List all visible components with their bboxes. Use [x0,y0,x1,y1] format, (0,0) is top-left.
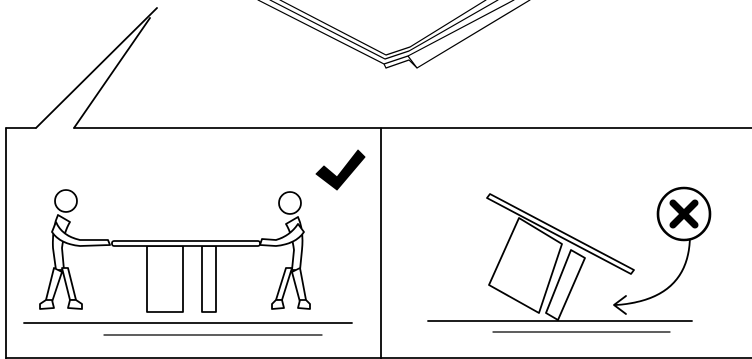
callout-leader [36,8,157,128]
person-right [260,192,310,309]
panel-incorrect [428,188,710,332]
panel-correct [24,150,365,335]
curved-arrow-icon [614,235,690,314]
tabletop-level [112,241,260,246]
person-left [40,190,110,309]
check-mark-icon [316,150,365,190]
folded-tabletop-detail [258,0,530,68]
table-legs [147,246,216,312]
table-legs-tilted [489,218,585,320]
x-circle-icon [658,188,710,240]
